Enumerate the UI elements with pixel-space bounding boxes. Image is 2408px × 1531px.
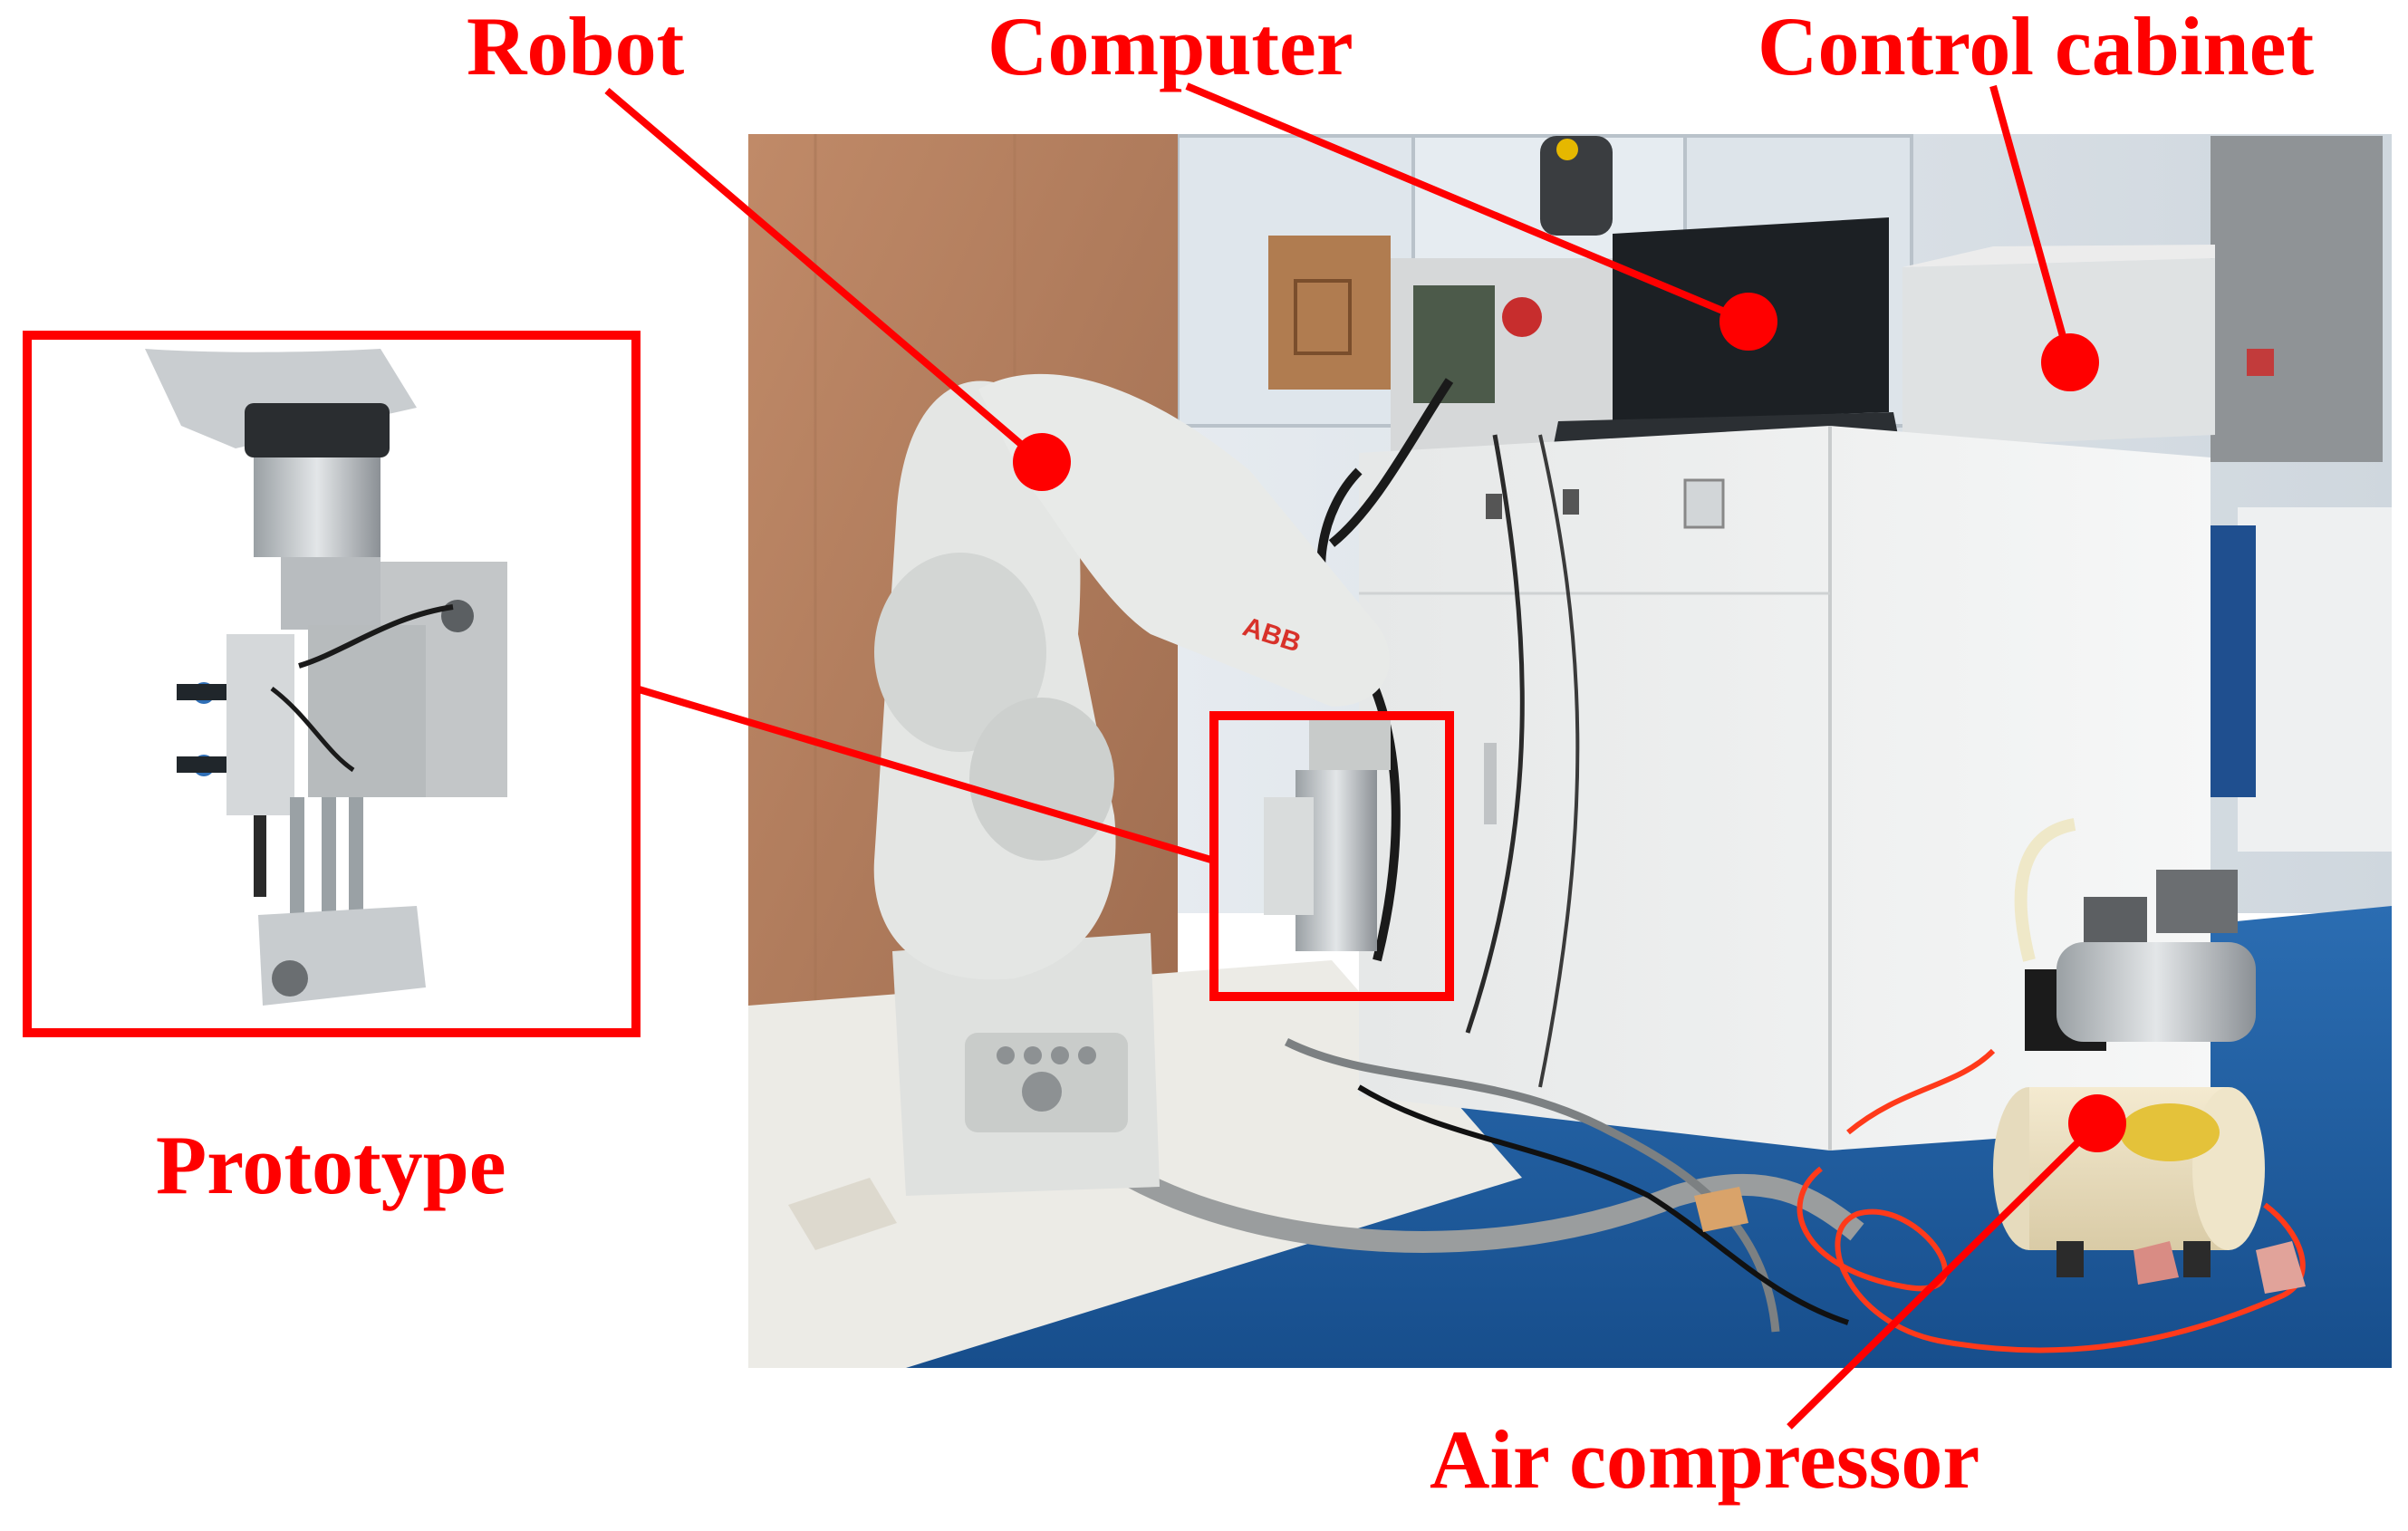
annotation-dots <box>1013 293 2126 1152</box>
control-cabinet-label: Control cabinet <box>1758 0 2315 92</box>
air-compressor-label: Air compressor <box>1430 1413 1980 1506</box>
connector-line-top <box>634 685 1216 864</box>
prototype-label: Prototype <box>156 1119 506 1211</box>
computer-leader <box>1185 82 1750 325</box>
computer-dot <box>1719 293 1777 351</box>
computer-label: Computer <box>987 0 1353 92</box>
prototype-inset <box>27 335 636 1033</box>
tool-highlight-box <box>1209 711 1454 1001</box>
robot-arm-shape: ABB <box>873 373 1391 1196</box>
air-compressor-shape <box>1993 818 2265 1277</box>
control-cabinet-dot <box>2041 333 2099 391</box>
main-photo: ABB <box>748 134 2392 1368</box>
annotations <box>23 82 2100 1430</box>
robot-label: Robot <box>467 0 685 92</box>
prototype-frame <box>23 331 641 1037</box>
control-cabinet-leader <box>1989 84 2074 364</box>
air-compressor-leader <box>1787 1121 2100 1430</box>
robot-leader <box>604 87 1045 466</box>
robot-dot <box>1013 433 1071 491</box>
air-compressor-dot <box>2068 1094 2126 1152</box>
